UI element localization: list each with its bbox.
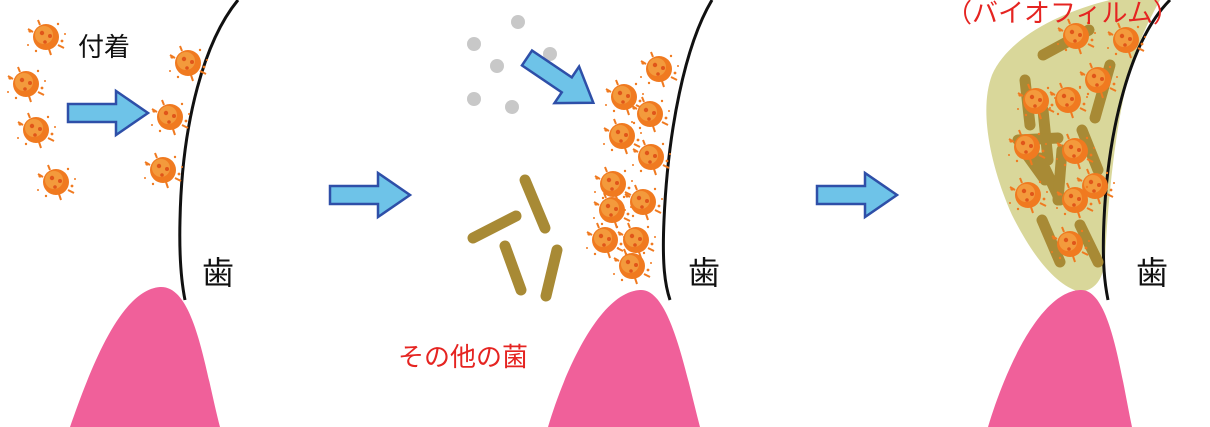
gum-icon [70,286,220,427]
gum-icon [988,289,1132,427]
attachment-label: 付着 [78,33,130,63]
arrow-icon [513,38,607,123]
biofilm-label: （バイオフィルム） [946,0,1179,29]
rod-bacterium-icon [467,174,563,302]
tooth-label: 歯 [1136,254,1168,292]
tooth-icon [178,0,240,301]
panel-biofilm: （バイオフィルム） 歯 [946,0,1179,427]
tooth-label: 歯 [202,254,234,292]
other-bacteria-label: その他の菌 [398,343,528,373]
tooth-icon [661,0,714,301]
panel-other-bacteria: その他の菌 歯 [398,0,720,427]
arrow-icon [328,171,412,219]
tooth-label: 歯 [688,254,720,292]
arrow-icon [66,89,150,137]
bacterium-icon [585,51,680,285]
arrow-icon [815,171,899,219]
panel-attachment: 付着 歯 [6,0,240,427]
gum-icon [548,289,700,427]
